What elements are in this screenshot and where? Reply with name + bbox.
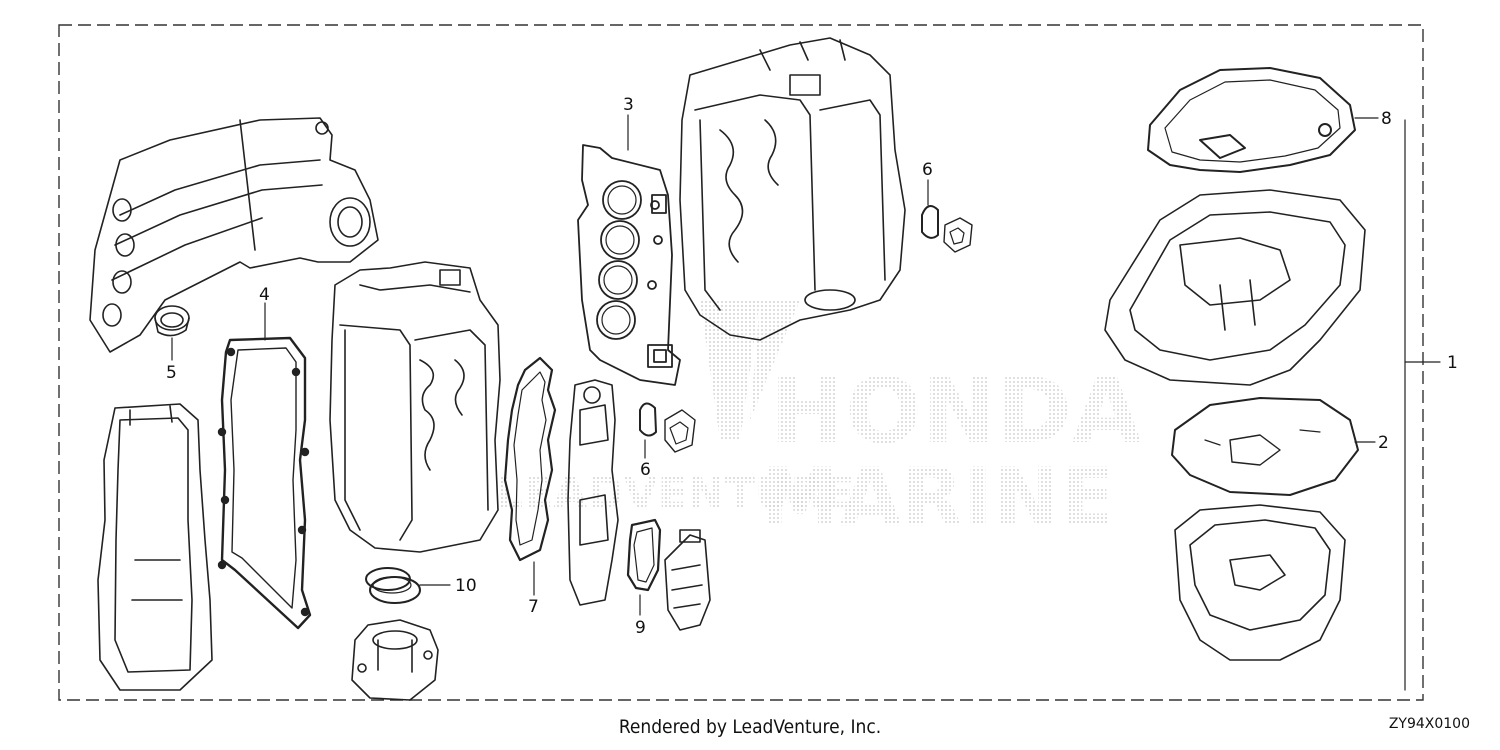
- seal-6-upper-part: [921, 205, 973, 253]
- gasket-2-part: [1171, 397, 1359, 496]
- thermostat-housing-part: [351, 619, 439, 701]
- gasket-9-part: [626, 518, 662, 592]
- intake-manifold-part: [89, 117, 379, 353]
- gasket-8-part: [1147, 67, 1356, 173]
- callout-10: 10: [455, 576, 477, 596]
- leader-lines: [171, 114, 1441, 691]
- oil-pan-lower-part: [1174, 504, 1346, 661]
- callout-5: 5: [166, 363, 177, 383]
- gasket-4-part: [217, 336, 312, 630]
- watermark-line1: HONDA: [770, 359, 1142, 464]
- gasket-7-part: [503, 356, 557, 562]
- callout-8: 8: [1381, 109, 1392, 129]
- watermark-logo-icon: [700, 300, 800, 440]
- oil-pan-upper-part: [1104, 189, 1366, 386]
- gasket-10-part: [365, 567, 421, 604]
- cylinder-block-part: [329, 261, 501, 553]
- head-gasket-3-part: [577, 144, 681, 386]
- head-cover-part: [97, 403, 213, 691]
- callout-4: 4: [259, 285, 270, 305]
- callout-9: 9: [635, 618, 646, 638]
- callout-7: 7: [528, 597, 539, 617]
- water-jacket-part: [567, 379, 619, 606]
- callout-labels: 1 2 3 4 5 6 6 7 8 9 10: [166, 95, 1458, 638]
- footer-credit: Rendered by LeadVenture, Inc.: [618, 716, 882, 738]
- callout-6-upper: 6: [922, 160, 933, 180]
- outlet-cover-part: [664, 529, 711, 631]
- watermark: HONDA MARINE LEADVENTURE: [495, 300, 1142, 544]
- callout-6-lower: 6: [640, 460, 651, 480]
- callout-1: 1: [1447, 353, 1458, 373]
- callout-3: 3: [623, 95, 634, 115]
- callout-2: 2: [1378, 433, 1389, 453]
- watermark-line2: MARINE: [760, 451, 1115, 544]
- watermark-line3: LEADVENTURE: [495, 468, 854, 519]
- seal-5-part: [154, 305, 190, 337]
- seal-6-lower-part: [639, 402, 696, 453]
- diagram-code: ZY94X0100: [1388, 716, 1470, 732]
- engine-block-part: [679, 37, 906, 341]
